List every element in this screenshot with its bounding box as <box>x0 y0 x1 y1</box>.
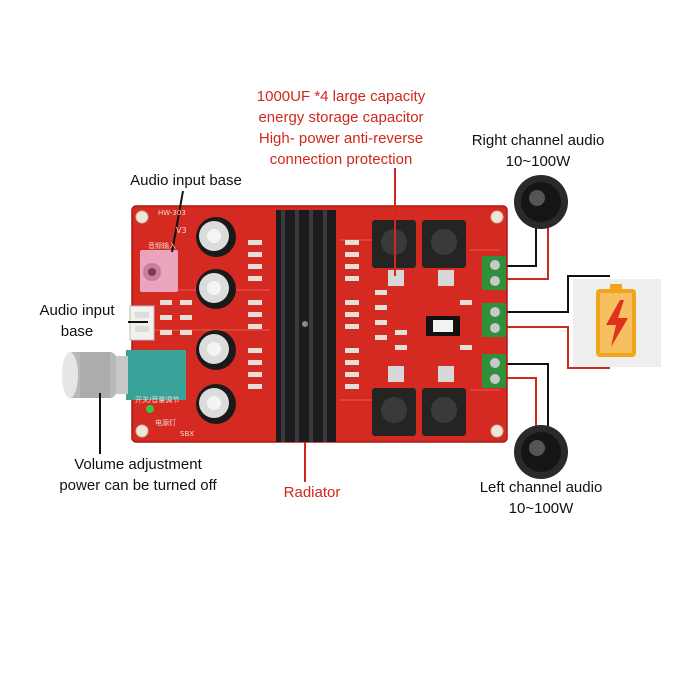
leader-lines <box>99 168 396 482</box>
smd-components <box>160 240 472 389</box>
board-power-label: SBX <box>180 430 195 438</box>
audio-input-base-side-line2: base <box>60 323 94 340</box>
capacitor-annotation: 1000UF *4 large capacity energy storage … <box>221 86 461 170</box>
capacitor-annotation-line2: energy storage capacitor <box>258 109 424 126</box>
audio-input-base-top-annotation: Audio input base <box>121 170 251 191</box>
volume-annotation: Volume adjustment power can be turned of… <box>38 454 238 496</box>
audio-input-base-side-line1: Audio input <box>39 302 115 319</box>
right-channel-annotation: Right channel audio 10~100W <box>453 130 623 172</box>
volume-line1: Volume adjustment <box>74 456 202 473</box>
lightning-icon <box>606 300 628 347</box>
capacitor-annotation-line1: 1000UF *4 large capacity <box>256 88 426 105</box>
speaker-icon <box>514 175 568 229</box>
board-model-label: HW-303 <box>158 209 186 217</box>
volume-knob <box>62 350 186 413</box>
radiator-heatsink <box>276 210 336 442</box>
board-switch-label: 开关/音量调节 <box>135 396 180 404</box>
capacitor-annotation-line4: connection protection <box>269 151 413 168</box>
left-channel-line1: Left channel audio <box>479 479 603 496</box>
board-version-label: V3 <box>176 226 187 235</box>
left-channel-line2: 10~100W <box>508 500 574 517</box>
board-led-label: 电源灯 <box>155 419 176 427</box>
audio-input-jack <box>140 250 178 292</box>
audio-input-base-top-line1: Audio input base <box>130 172 242 189</box>
left-channel-annotation: Left channel audio 10~100W <box>461 477 621 519</box>
radiator-annotation: Radiator <box>262 482 362 503</box>
speaker-wires <box>506 222 610 430</box>
capacitor-annotation-line3: High- power anti-reverse <box>258 130 424 147</box>
board-input-label: 音频输入 <box>148 242 176 250</box>
right-channel-line2: 10~100W <box>505 153 571 170</box>
radiator-line1: Radiator <box>283 484 341 501</box>
battery-icon <box>573 279 661 367</box>
volume-line2: power can be turned off <box>59 477 217 494</box>
screw-terminals <box>482 256 506 388</box>
capacitors <box>196 217 236 424</box>
audio-input-base-side-annotation: Audio input base <box>22 300 132 342</box>
speaker-icon <box>514 425 568 479</box>
right-channel-line1: Right channel audio <box>471 132 605 149</box>
